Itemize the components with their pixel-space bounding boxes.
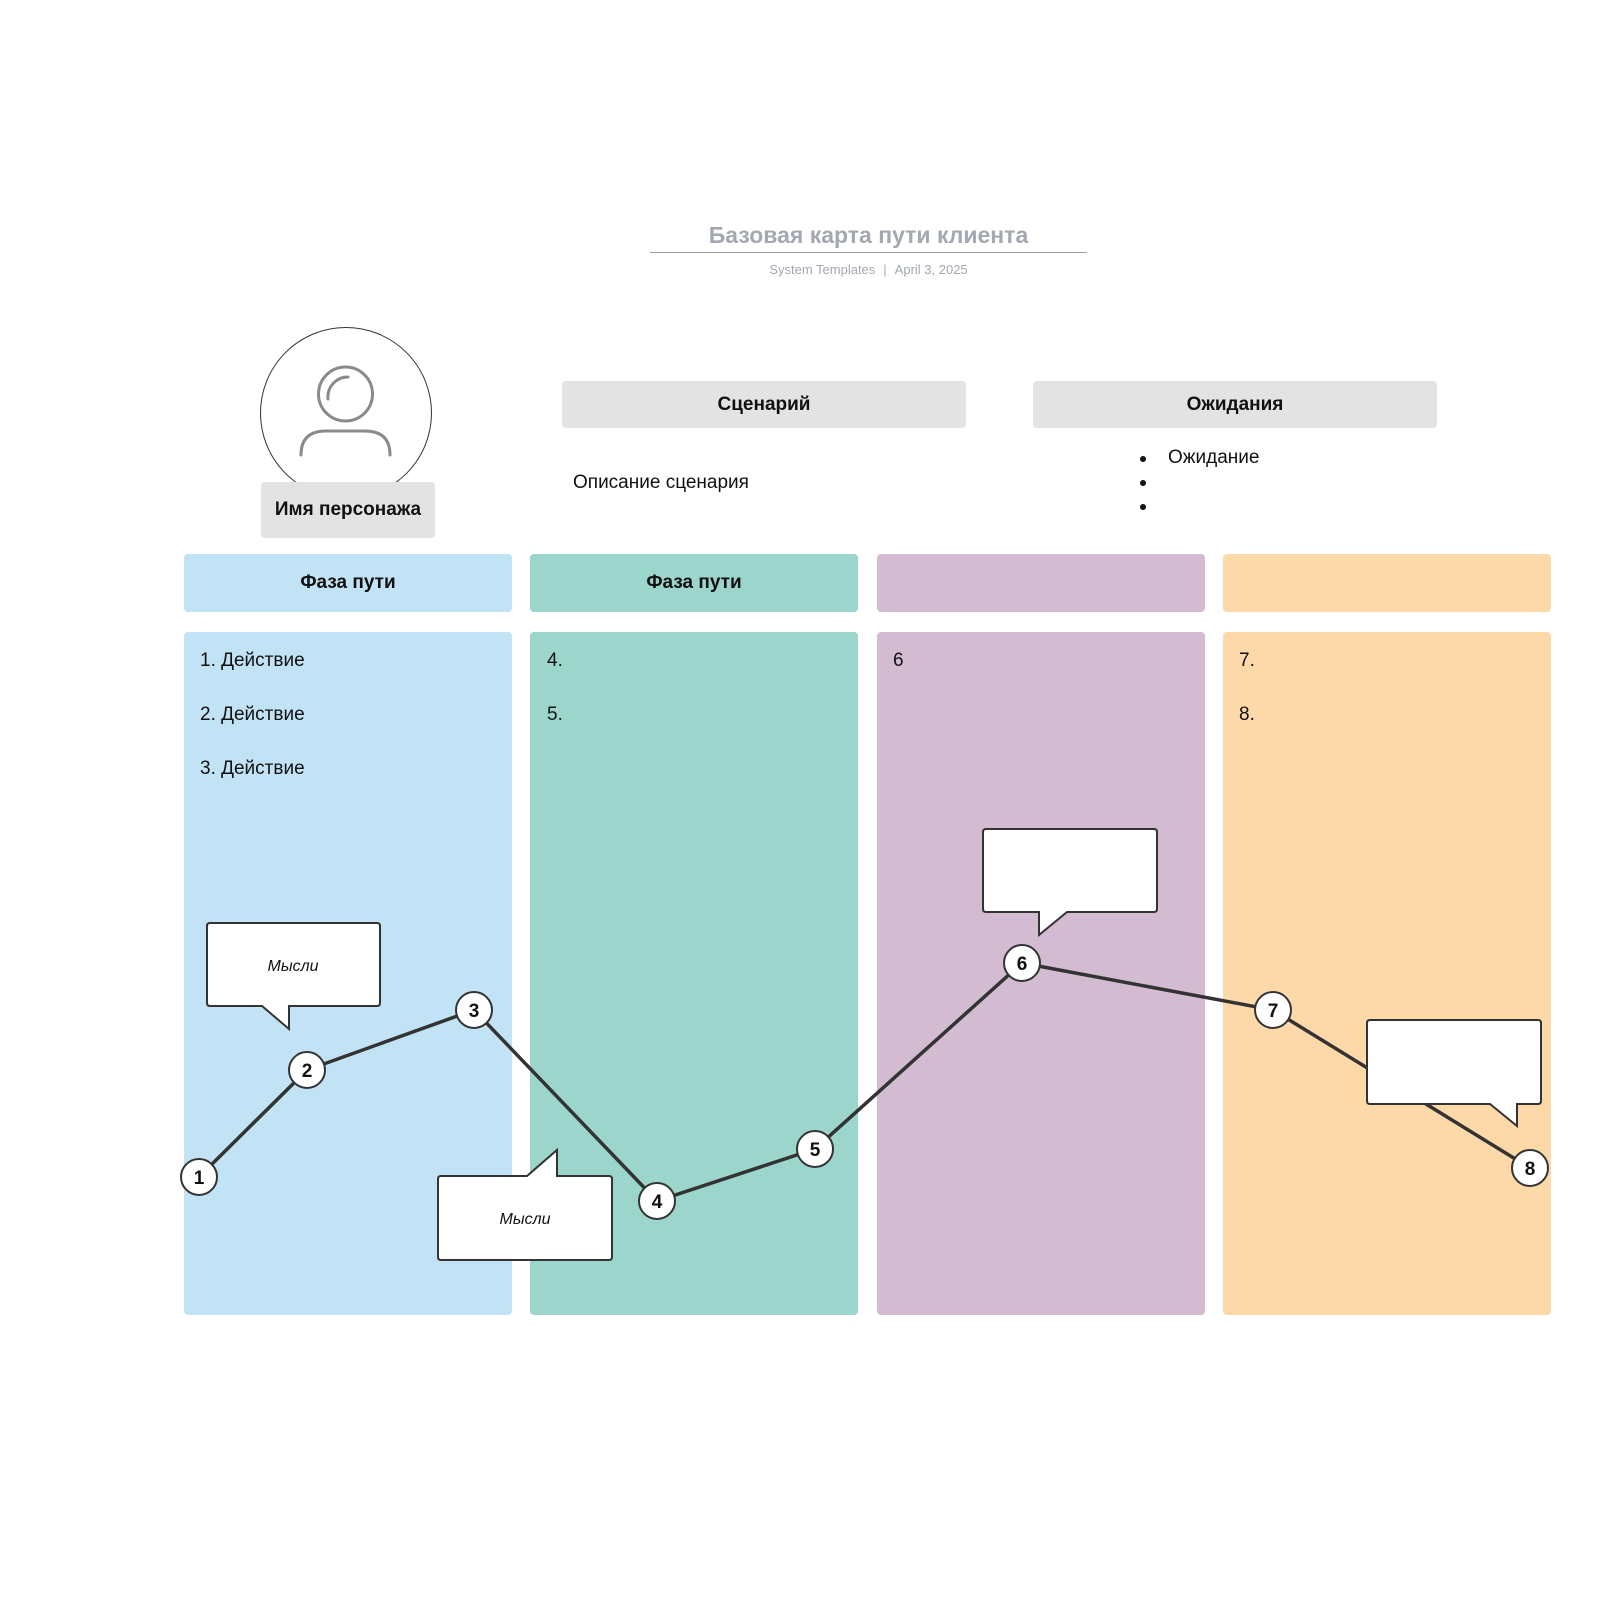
journey-point-label: 6 [1017, 954, 1028, 975]
expectation-item[interactable]: Ожидание [1134, 446, 1259, 470]
journey-point-label: 5 [810, 1140, 821, 1161]
scenario-description[interactable]: Описание сценария [573, 472, 749, 493]
journey-point[interactable]: 5 [796, 1130, 834, 1168]
expectation-item[interactable] [1134, 494, 1259, 518]
thought-text: Мысли [499, 1211, 550, 1228]
action-item[interactable]: 3. Действие [200, 758, 305, 779]
action-item[interactable]: 2. Действие [200, 704, 305, 725]
date-label: April 3, 2025 [894, 262, 968, 277]
thought-bubble[interactable]: Мысли [437, 1147, 613, 1261]
journey-point-label: 4 [652, 1192, 663, 1213]
phase-header-3[interactable] [877, 554, 1205, 612]
phase-column-3 [877, 632, 1205, 1315]
journey-point-label: 2 [302, 1061, 313, 1082]
journey-point[interactable]: 2 [288, 1051, 326, 1089]
document-meta: System Templates | April 3, 2025 [650, 262, 1087, 277]
thought-bubble[interactable]: Мысли [206, 922, 381, 1032]
persona-name[interactable]: Имя персонажа [261, 482, 435, 538]
phase-header-4[interactable] [1223, 554, 1551, 612]
journey-point-label: 1 [194, 1168, 205, 1189]
phase-header-1[interactable]: Фаза пути [184, 554, 512, 612]
action-item[interactable]: 5. [547, 704, 563, 725]
phase-column-4 [1223, 632, 1551, 1315]
expectations-header: Ожидания [1033, 381, 1437, 428]
author-label: System Templates [769, 262, 876, 277]
journey-point-label: 8 [1525, 1159, 1536, 1180]
thought-bubble[interactable] [1366, 1019, 1542, 1129]
journey-point[interactable]: 3 [455, 991, 493, 1029]
action-item[interactable]: 1. Действие [200, 650, 305, 671]
journey-point-label: 7 [1268, 1001, 1279, 1022]
user-icon [299, 365, 392, 457]
thought-bubble[interactable] [982, 828, 1158, 938]
expectations-list: Ожидание [1134, 446, 1259, 518]
scenario-header: Сценарий [562, 381, 966, 428]
title-underline [650, 252, 1087, 253]
persona-avatar[interactable] [260, 327, 432, 499]
journey-point[interactable]: 7 [1254, 991, 1292, 1029]
journey-point-label: 3 [469, 1001, 480, 1022]
journey-point[interactable]: 8 [1511, 1149, 1549, 1187]
action-item[interactable]: 8. [1239, 704, 1255, 725]
expectation-item[interactable] [1134, 470, 1259, 494]
action-item[interactable]: 7. [1239, 650, 1255, 671]
document-title: Базовая карта пути клиента [708, 222, 1029, 248]
journey-point[interactable]: 6 [1003, 944, 1041, 982]
thought-text: Мысли [267, 958, 318, 975]
meta-separator: | [883, 262, 887, 277]
action-item[interactable]: 4. [547, 650, 563, 671]
action-item[interactable]: 6 [893, 650, 904, 671]
journey-point[interactable]: 1 [180, 1158, 218, 1196]
journey-line [197, 961, 1531, 1203]
journey-point[interactable]: 4 [638, 1182, 676, 1220]
phase-header-2[interactable]: Фаза пути [530, 554, 858, 612]
